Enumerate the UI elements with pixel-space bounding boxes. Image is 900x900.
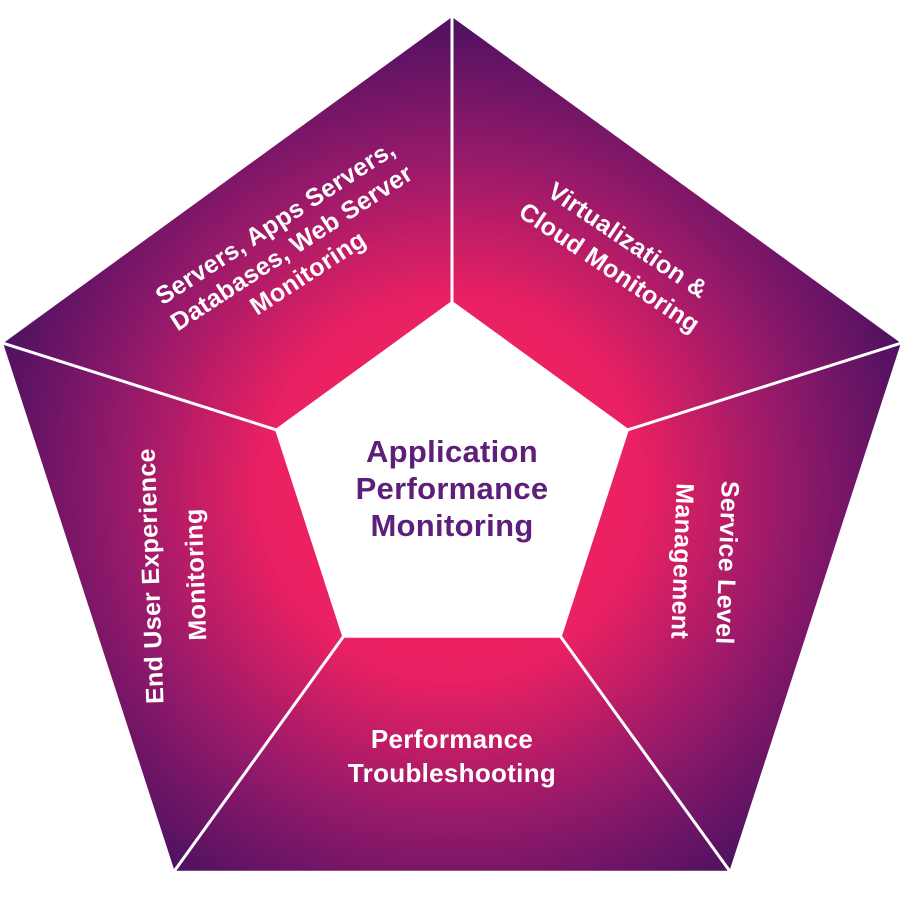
center-title-line: Performance: [356, 471, 549, 506]
divider-line-bottom-left: [173, 635, 345, 873]
divider-line-right: [626, 341, 900, 432]
divider-line-left: [1, 341, 278, 432]
segment-label-line: Performance: [371, 724, 533, 754]
center-title-line: Monitoring: [370, 508, 533, 543]
segment-label-line: Troubleshooting: [348, 758, 556, 788]
divider-lines: [1, 15, 900, 873]
segment-label-line: Service Level: [710, 480, 744, 645]
segment-label-troubleshooting: Performance Troubleshooting: [348, 724, 556, 788]
center-title-line: Application: [366, 434, 538, 469]
inner-pentagon: [274, 300, 630, 638]
segment-label-service-level: Service Level Management: [665, 480, 744, 645]
segment-label-line: Management: [665, 483, 698, 640]
segment-label-line: Monitoring: [180, 508, 213, 641]
divider-line-bottom-right: [559, 635, 731, 873]
center-title: Application Performance Monitoring: [356, 434, 549, 543]
